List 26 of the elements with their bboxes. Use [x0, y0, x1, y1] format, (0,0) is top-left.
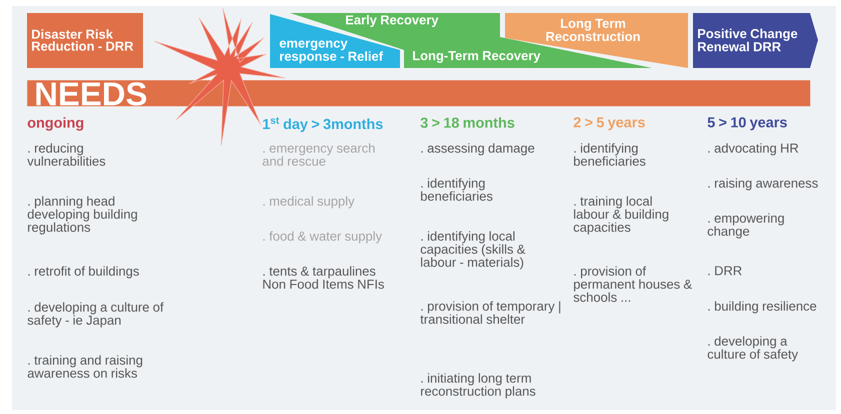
list-item: . reducing vulnerabilities — [27, 143, 106, 166]
list-item: . food & water supply — [263, 231, 382, 244]
list-item: . training local labour & building capacities — [574, 196, 668, 234]
list-item: . developing a culture of safety - ie Japan — [28, 302, 164, 328]
list-item: . training and raising awareness on risks — [28, 355, 142, 378]
phase-banner: Positive Change Renewal DRR — [693, 13, 818, 68]
list-item: . advocating HR — [708, 143, 798, 156]
list-item: . provision of permanent houses & schools ... — [574, 266, 692, 302]
list-item: . identifying beneficiaries — [574, 143, 646, 166]
needs-bar: NEEDS — [27, 80, 810, 106]
list-item: . medical supply — [263, 196, 354, 208]
list-item: . provision of temporary | transitional shelter — [420, 301, 560, 324]
phase-box: Disaster Risk Reduction - DRR — [27, 13, 143, 68]
list-item: . identifying local capacities (skills & labour - materials) — [420, 231, 526, 270]
list-item: . raising awareness — [708, 178, 818, 190]
list-item: . identifying beneficiaries — [421, 178, 492, 201]
list-item: . building resilience — [708, 301, 816, 314]
list-item: . tents & tarpaulines Non Food Items NFIs — [263, 266, 384, 289]
list-item: . initiating long term reconstruction plans — [421, 373, 536, 398]
list-item: . planning head developing building regulations — [28, 196, 137, 234]
list-item: . retrofit of buildings — [28, 266, 139, 278]
list-item: . developing a culture of safety — [708, 336, 798, 362]
list-item: . assessing damage — [421, 143, 534, 156]
list-item: . DRR — [708, 266, 742, 276]
list-item: . empowering change — [708, 213, 784, 238]
list-item: . emergency search and rescue — [262, 143, 375, 166]
